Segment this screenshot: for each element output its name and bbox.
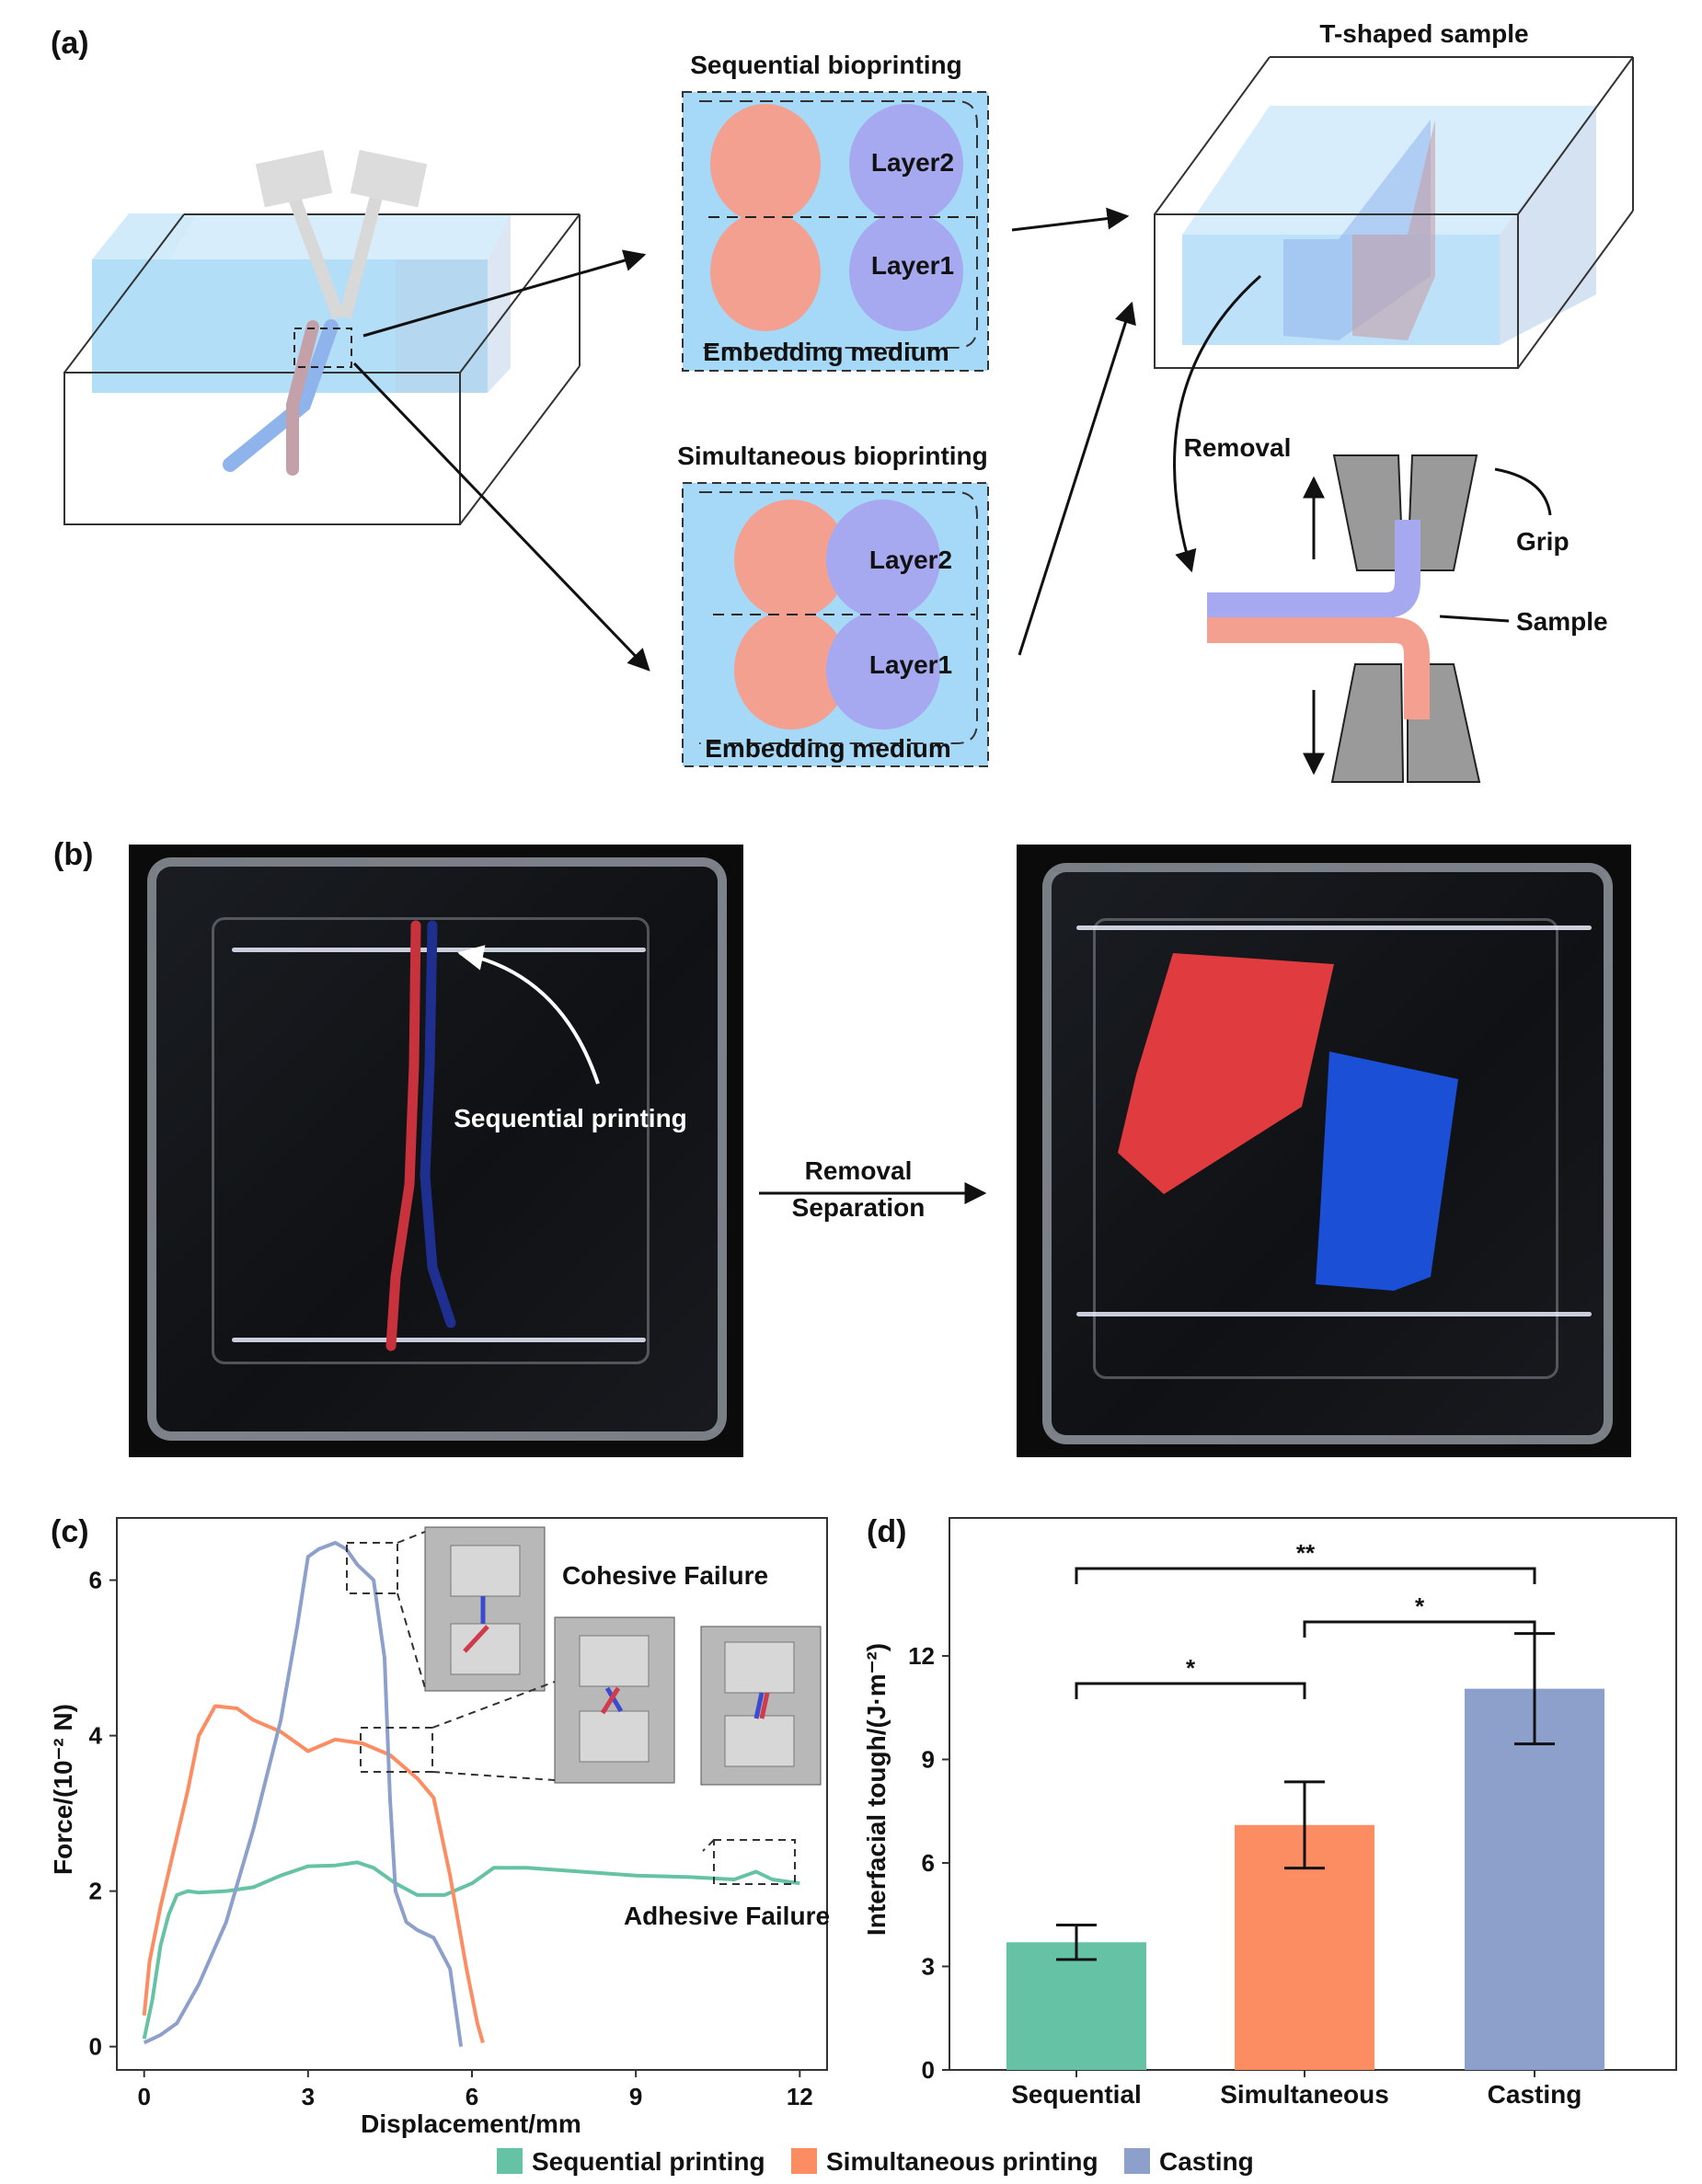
d-sig-label-2: ** xyxy=(1296,1539,1316,1567)
d-sig-bracket-0 xyxy=(1075,1682,1306,1699)
inset-adhesive-photo xyxy=(700,1626,822,1786)
c-xtick-label: 12 xyxy=(787,2083,813,2110)
chart-c-xlabel: Displacement/mm xyxy=(361,2109,581,2138)
panel-c-tag: (c) xyxy=(51,1514,89,1549)
d-sig-label-1: * xyxy=(1415,1592,1425,1620)
sim-layer2-label: Layer2 xyxy=(869,546,952,574)
t-shaped-sample-box xyxy=(1154,56,1634,369)
seq-layer1-label: Layer1 xyxy=(871,251,954,280)
photo-before-removal xyxy=(129,845,743,1457)
d-bar-0 xyxy=(1006,1942,1146,2070)
legend: Sequential printing Simultaneous printing… xyxy=(497,2147,1254,2176)
grip-label: Grip xyxy=(1516,527,1570,556)
chart-c-ticks: 0 3 6 9 12 0 2 4 6 xyxy=(89,1567,813,2110)
c-series-line-2 xyxy=(143,1541,464,2047)
c-xtick-label: 9 xyxy=(629,2083,642,2110)
c-xtick-label: 0 xyxy=(137,2083,150,2110)
d-sig-label-0: * xyxy=(1186,1654,1196,1682)
legend-label-1: Simultaneous printing xyxy=(826,2147,1098,2176)
d-category-label-2: Casting xyxy=(1488,2080,1582,2109)
simultaneous-bioprinting-title: Simultaneous bioprinting xyxy=(677,442,988,470)
inset-cohesive-photo xyxy=(424,1526,546,1692)
legend-label-2: Casting xyxy=(1159,2147,1254,2176)
d-ytick-label: 6 xyxy=(922,1849,935,1877)
chart-c-ylabel: Force/(10⁻² N) xyxy=(49,1704,77,1875)
sample-label: Sample xyxy=(1516,607,1608,636)
sim-embedding-medium-label: Embedding medium xyxy=(705,734,951,763)
c-series-line-0 xyxy=(142,1860,800,2040)
d-category-label-1: Simultaneous xyxy=(1220,2080,1389,2109)
removal-label-a: Removal xyxy=(1184,433,1292,462)
chart-c-series xyxy=(142,1541,800,2047)
sequential-printing-photo-label: Sequential printing xyxy=(454,1104,687,1132)
chart-d-bars: Sequential Simultaneous Casting xyxy=(1006,1632,1604,2109)
panel-a-tag: (a) xyxy=(51,26,89,61)
c-ytick-label: 4 xyxy=(89,1722,103,1750)
d-ytick-label: 3 xyxy=(922,1953,935,1981)
d-ytick-label: 12 xyxy=(908,1642,935,1670)
seq-embedding-medium-label: Embedding medium xyxy=(703,338,949,366)
separated-pieces xyxy=(1118,953,1458,1291)
legend-swatch-0 xyxy=(497,2148,523,2174)
panel-b-tag: (b) xyxy=(53,837,93,872)
d-sig-bracket-2 xyxy=(1075,1567,1536,1584)
sim-layer1-label: Layer1 xyxy=(869,650,952,679)
photo-after-separation xyxy=(1017,845,1631,1457)
seq-layer2-label: Layer2 xyxy=(871,148,954,177)
c-xtick-label: 6 xyxy=(466,2083,478,2110)
tensile-grip-assembly xyxy=(1207,454,1552,783)
sequential-bioprinting-title: Sequential bioprinting xyxy=(690,51,962,79)
c-xtick-label: 3 xyxy=(302,2083,315,2110)
cohesive-failure-label: Cohesive Failure xyxy=(562,1561,768,1590)
chart-d-significance: **** xyxy=(1075,1539,1536,1699)
c-ytick-label: 2 xyxy=(89,1878,102,1905)
inset-middle-photo xyxy=(554,1616,675,1784)
tank-left xyxy=(147,857,727,1441)
chart-d-ticks: 0 3 6 9 12 xyxy=(908,1642,949,2084)
legend-swatch-1 xyxy=(791,2148,817,2174)
d-sig-bracket-1 xyxy=(1303,1620,1536,1638)
c-series-line-1 xyxy=(142,1704,485,2043)
chart-d-ylabel: Interfacial tough/(J·m⁻²) xyxy=(862,1643,891,1936)
c-ytick-label: 6 xyxy=(89,1567,102,1594)
panel-d-tag: (d) xyxy=(867,1514,906,1549)
simultaneous-cross-section xyxy=(682,482,989,767)
t-shaped-sample-title: T-shaped sample xyxy=(1319,19,1528,48)
legend-label-0: Sequential printing xyxy=(532,2147,765,2176)
separation-label-b: Separation xyxy=(792,1193,926,1222)
d-bar-2 xyxy=(1465,1688,1604,2070)
legend-swatch-2 xyxy=(1124,2148,1150,2174)
d-category-label-0: Sequential xyxy=(1011,2080,1142,2109)
filament-overlay xyxy=(385,920,600,1351)
adhesive-failure-label: Adhesive Failure xyxy=(624,1902,830,1930)
print-bath-box xyxy=(63,149,581,525)
sequential-cross-section xyxy=(682,91,989,372)
d-ytick-label: 9 xyxy=(922,1746,935,1774)
d-ytick-label: 0 xyxy=(922,2056,935,2084)
c-ytick-label: 0 xyxy=(89,2033,102,2061)
removal-label-b: Removal xyxy=(805,1156,913,1185)
